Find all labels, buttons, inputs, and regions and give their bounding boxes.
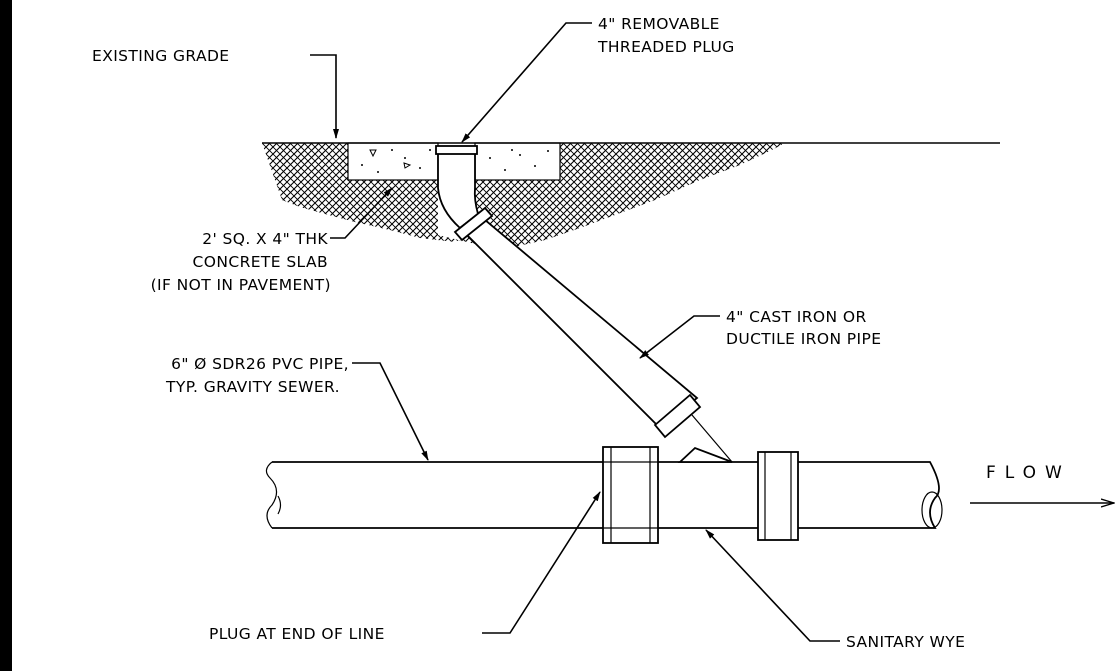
label-plug-line1: 4" REMOVABLE (598, 15, 720, 33)
end-coupling (602, 446, 659, 544)
concrete-slab-right (474, 142, 561, 181)
cleanout-detail-drawing: EXISTING GRADE 4" REMOVABLE THREADED PLU… (92, 15, 1120, 651)
leader-threaded-plug (461, 22, 592, 143)
label-slab-line1: 2' SQ. X 4" THK (202, 230, 328, 248)
wye-coupling (757, 451, 799, 541)
label-slab-line2: CONCRETE SLAB (193, 253, 328, 271)
concrete-aggregate-marks (361, 149, 549, 173)
label-sanitary-wye: SANITARY WYE (846, 633, 965, 651)
label-plug-line2: THREADED PLUG (597, 38, 735, 56)
leader-riser-pipe (639, 315, 720, 359)
leader-existing-grade (310, 54, 339, 139)
riser-pipe (435, 145, 702, 439)
soil-hatch-left (262, 143, 800, 250)
main-sewer-pipe (265, 414, 943, 544)
label-riser-line2: DUCTILE IRON PIPE (726, 330, 881, 348)
leader-sanitary-wye (705, 529, 840, 642)
label-slab-line3: (IF NOT IN PAVEMENT) (151, 276, 331, 294)
label-main-line2: TYP. GRAVITY SEWER. (165, 378, 340, 396)
label-riser-line1: 4" CAST IRON OR (726, 308, 867, 326)
leader-end-plug (482, 491, 601, 634)
drawing-sheet: EXISTING GRADE 4" REMOVABLE THREADED PLU… (12, 0, 1120, 671)
label-main-line1: 6" Ø SDR26 PVC PIPE, (171, 355, 349, 373)
concrete-slab-left (347, 142, 439, 181)
leader-concrete-slab (330, 187, 393, 239)
leader-main-pipe (352, 362, 429, 461)
label-flow: FLOW (986, 463, 1071, 483)
threaded-plug (435, 145, 478, 155)
label-existing-grade: EXISTING GRADE (92, 47, 229, 65)
label-end-plug: PLUG AT END OF LINE (209, 625, 385, 643)
